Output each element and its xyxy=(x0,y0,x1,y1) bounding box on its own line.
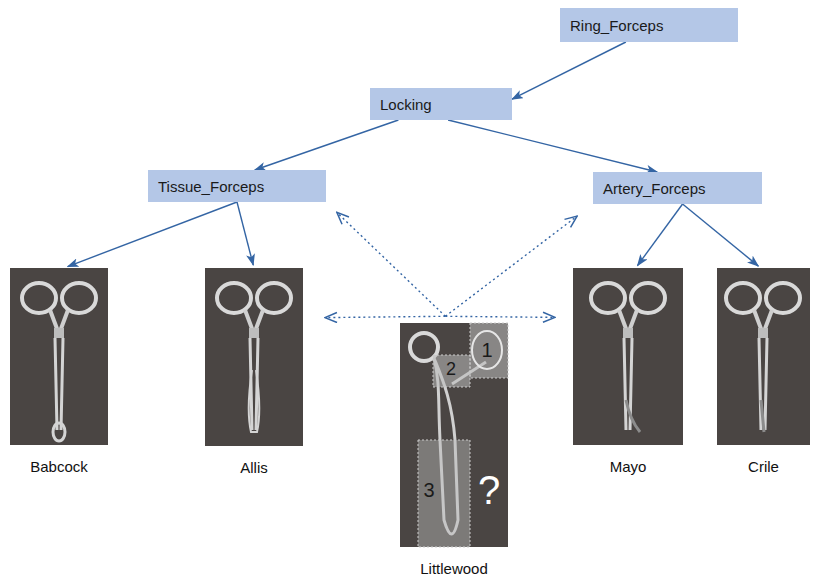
box-label: Ring_Forceps xyxy=(570,17,663,34)
instrument-photo: Allis xyxy=(205,268,303,446)
forceps-picture xyxy=(217,283,291,430)
forceps-jaw xyxy=(761,400,764,432)
instrument-photo: Crile xyxy=(717,268,810,445)
instrument-name: Allis xyxy=(240,459,268,476)
photo-ground xyxy=(717,268,810,445)
photo-ground xyxy=(400,323,508,547)
category-box: Artery_Forceps xyxy=(593,172,762,204)
photo-ground xyxy=(205,268,303,446)
forceps-picture xyxy=(22,283,96,430)
instrument-name: Mayo xyxy=(610,458,647,475)
callout-number: 1 xyxy=(481,340,492,360)
hierarchy-arrow xyxy=(68,202,237,267)
box-label: Artery_Forceps xyxy=(603,180,706,197)
instrument-photo: Babcock xyxy=(10,268,108,445)
instrument-name: Littlewood xyxy=(420,560,488,577)
callout-region xyxy=(470,323,508,378)
forceps-jaw xyxy=(249,370,260,432)
dotted-arrow xyxy=(445,316,555,317)
instrument-name: Babcock xyxy=(30,458,88,475)
forceps-jaw xyxy=(626,400,640,432)
callout-number: 3 xyxy=(423,480,434,500)
dotted-arrow xyxy=(337,212,446,316)
callout-region xyxy=(433,355,470,387)
callout-number: ? xyxy=(478,470,500,510)
category-box: Tissue_Forceps xyxy=(148,170,326,202)
callout-number: 2 xyxy=(446,360,456,378)
category-box: Locking xyxy=(370,88,512,120)
hierarchy-arrow xyxy=(448,120,657,172)
instrument-photo: Mayo xyxy=(573,268,683,445)
callout-ring xyxy=(472,331,502,369)
forceps-jaw xyxy=(53,423,65,441)
hierarchy-arrow xyxy=(255,120,399,170)
photo-ground xyxy=(573,268,683,445)
box-label: Tissue_Forceps xyxy=(158,178,264,195)
callout-region xyxy=(418,440,470,547)
photo-ground xyxy=(10,268,108,445)
hierarchy-arrow xyxy=(637,204,682,266)
hierarchy-arrow xyxy=(237,202,253,265)
hierarchy-arrow xyxy=(683,204,759,266)
dotted-arrow xyxy=(445,216,577,316)
category-box: Ring_Forceps xyxy=(560,8,738,42)
hierarchy-arrow xyxy=(512,42,626,99)
dotted-arrow xyxy=(325,316,445,317)
instrument-name: Crile xyxy=(748,458,779,475)
box-label: Locking xyxy=(380,96,432,113)
